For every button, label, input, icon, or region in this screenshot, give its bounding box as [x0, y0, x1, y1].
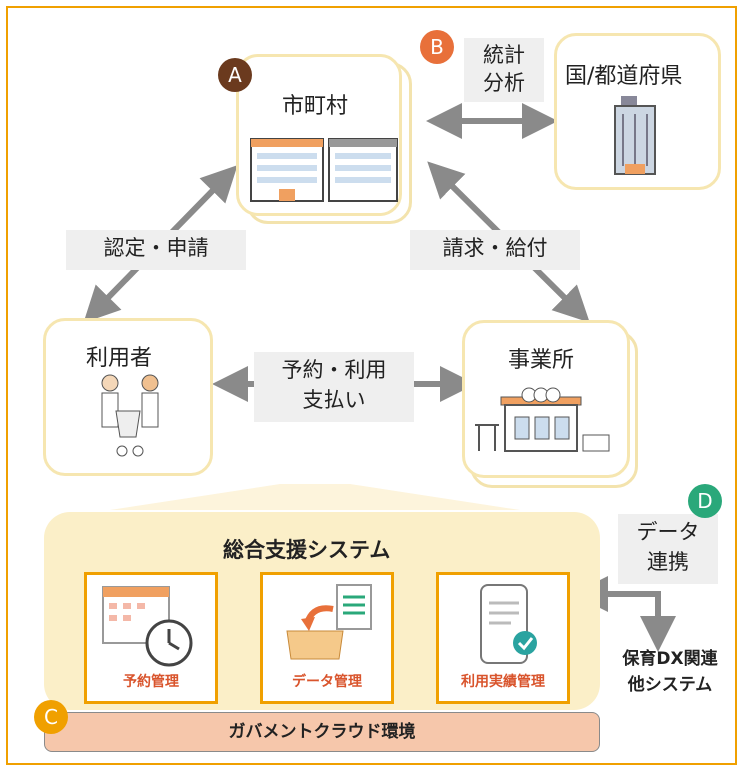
- module-usage-label: 利用実績管理: [461, 674, 545, 690]
- badge-c: C: [34, 700, 68, 734]
- external-line2: 他システム: [627, 675, 713, 695]
- module-data: データ管理: [260, 572, 394, 704]
- module-reservation: 予約管理: [84, 572, 218, 704]
- module-data-label: データ管理: [292, 674, 362, 690]
- data-box-icon: [286, 584, 372, 660]
- data-link-label: データ 連携: [618, 514, 718, 584]
- office-title: 事業所: [508, 348, 575, 373]
- system-connector-shape: [110, 484, 520, 510]
- government-title: 国/都道府県: [565, 64, 683, 89]
- module-usage: 利用実績管理: [436, 572, 570, 704]
- reserve-label: 予約・利用 支払い: [254, 352, 414, 422]
- stats-line2: 分析: [483, 71, 525, 95]
- cloud-environment: ガバメントクラウド環境: [44, 712, 600, 752]
- certify-label: 認定・申請: [66, 230, 246, 270]
- billing-label: 請求・給付: [410, 230, 580, 270]
- municipal-building-icon: [250, 138, 398, 202]
- arrow-data-link: [572, 576, 676, 652]
- badge-a: A: [218, 58, 252, 92]
- calendar-clock-icon: [102, 586, 193, 667]
- user-card: [43, 318, 213, 476]
- reserve-line2: 支払い: [302, 388, 366, 412]
- office-tower-icon: [614, 96, 656, 175]
- office-card: [462, 320, 630, 478]
- reserve-line1: 予約・利用: [281, 358, 387, 382]
- data-link-line1: データ: [636, 520, 700, 544]
- external-systems: 保育DX関連 他システム: [600, 646, 740, 698]
- nursery-building-icon: [475, 387, 610, 452]
- government-card: [554, 33, 721, 190]
- badge-d: D: [688, 484, 722, 518]
- smartphone-check-icon: [480, 584, 537, 664]
- external-line1: 保育DX関連: [622, 649, 718, 669]
- municipality-card: [236, 54, 402, 216]
- badge-b: B: [420, 30, 454, 64]
- diagram-frame: [6, 6, 737, 765]
- user-title: 利用者: [86, 346, 153, 371]
- family-stroller-icon: [101, 374, 159, 457]
- module-reservation-label: 予約管理: [123, 674, 179, 690]
- system-title: 総合支援システム: [223, 538, 391, 562]
- stats-label: 統計 分析: [464, 38, 544, 102]
- municipality-title: 市町村: [282, 94, 349, 119]
- data-link-line2: 連携: [647, 550, 689, 574]
- stats-line1: 統計: [483, 43, 525, 67]
